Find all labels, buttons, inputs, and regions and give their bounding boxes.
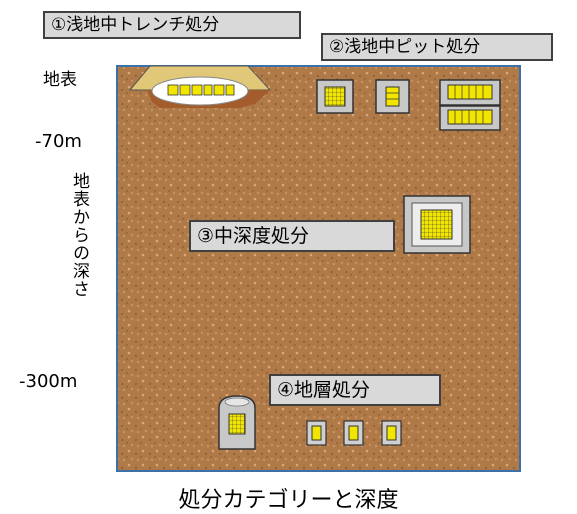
label-geological: ④地層処分 bbox=[269, 374, 441, 406]
depth-70m-label: -70m bbox=[35, 131, 82, 152]
intermediate-depth-facility bbox=[403, 195, 471, 254]
depth-axis-title: 地表からの深さ bbox=[69, 172, 89, 298]
pit-disposal-facilities bbox=[316, 79, 501, 131]
diagram-caption: 処分カテゴリーと深度 bbox=[178, 488, 399, 513]
trench-disposal-facility bbox=[128, 65, 272, 108]
label-intermediate: ③中深度処分 bbox=[189, 220, 395, 252]
depth-300m-label: -300m bbox=[19, 371, 78, 392]
depth-surface-label: 地表 bbox=[43, 70, 77, 90]
label-trench: ①浅地中トレンチ処分 bbox=[43, 11, 301, 39]
geological-disposal-facility bbox=[218, 395, 402, 450]
label-pit: ②浅地中ピット処分 bbox=[321, 33, 553, 61]
